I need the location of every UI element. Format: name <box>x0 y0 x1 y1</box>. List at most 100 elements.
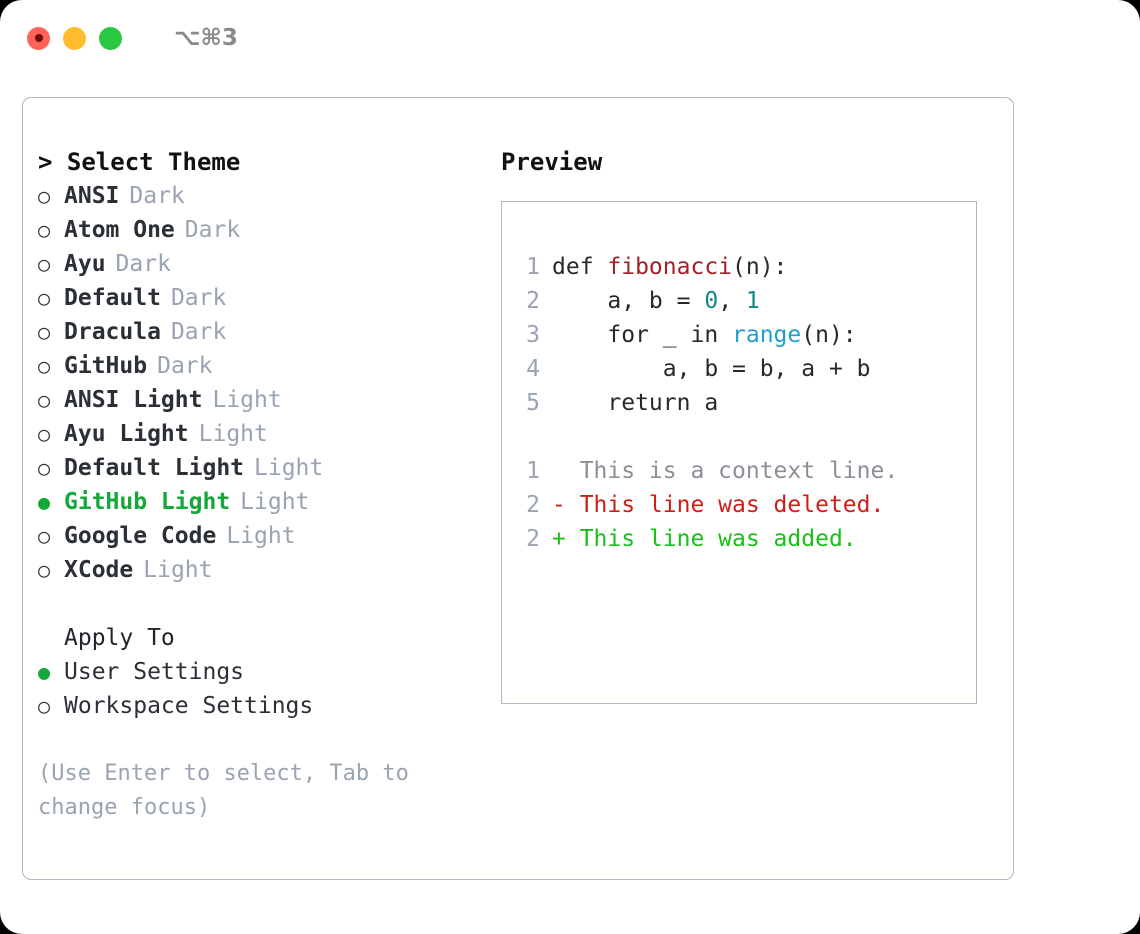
radio-unselected-icon: ○ <box>38 184 51 208</box>
theme-option-label: Atom One <box>64 217 175 243</box>
radio-unselected-icon: ○ <box>38 694 51 718</box>
minimize-button[interactable] <box>63 26 86 50</box>
radio-selected-icon: ● <box>38 490 51 514</box>
diff-line-del: 2- This line was deleted. <box>518 488 970 522</box>
theme-option-label: ANSI <box>64 183 120 209</box>
token-plain: def <box>552 254 608 280</box>
close-button[interactable] <box>27 26 50 50</box>
radio-selected-icon: ● <box>38 660 51 684</box>
preview-title: Preview <box>501 148 603 176</box>
apply-to-option-user-settings[interactable]: ● User Settings <box>38 655 488 689</box>
apply-to-option-workspace-settings[interactable]: ○ Workspace Settings <box>38 689 488 723</box>
code-line: 4 a, b = b, a + b <box>518 352 970 386</box>
token-plain: (n): <box>801 322 857 348</box>
line-number: 1 <box>526 458 540 484</box>
radio-unselected-icon: ○ <box>38 422 51 446</box>
theme-option-label: Default <box>64 285 161 311</box>
theme-option-label: GitHub <box>64 353 148 379</box>
theme-variant-badge: Light <box>198 421 268 447</box>
theme-option-label: Ayu Light <box>64 421 189 447</box>
line-number: 4 <box>526 356 540 382</box>
theme-option-dracula[interactable]: ○ Dracula Dark <box>38 315 488 349</box>
theme-variant-badge: Light <box>226 523 296 549</box>
radio-unselected-icon: ○ <box>38 286 51 310</box>
theme-variant-badge: Light <box>143 557 213 583</box>
radio-unselected-icon: ○ <box>38 558 51 582</box>
theme-variant-badge: Light <box>240 489 310 515</box>
token-plain: a, b = <box>552 288 705 314</box>
radio-unselected-icon: ○ <box>38 388 51 412</box>
apply-to-list: ● User Settings ○ Workspace Settings <box>38 655 488 723</box>
radio-unselected-icon: ○ <box>38 252 51 276</box>
radio-unselected-icon: ○ <box>38 524 51 548</box>
theme-variant-badge: Dark <box>115 251 171 277</box>
code-line: 2 a, b = 0, 1 <box>518 284 970 318</box>
traffic-light-group <box>27 26 122 50</box>
theme-variant-badge: Dark <box>170 285 227 311</box>
theme-option-xcode[interactable]: ○ XCode Light <box>38 553 488 587</box>
radio-unselected-icon: ○ <box>38 456 51 480</box>
code-text: a, b = b, a + b <box>552 352 871 386</box>
code-text: def fibonacci(n): <box>552 250 787 284</box>
theme-variant-badge: Dark <box>157 353 213 379</box>
keyboard-shortcut-label: ⌥⌘3 <box>174 25 238 51</box>
token-plain: return a <box>552 390 719 416</box>
diff-text: This is a context line. <box>552 458 899 484</box>
line-number: 2 <box>526 288 540 314</box>
code-text: for _ in range(n): <box>552 318 857 352</box>
line-number: 1 <box>526 254 540 280</box>
title-bar: ⌥⌘3 <box>0 0 1140 76</box>
token-num: 0 <box>704 288 719 314</box>
apply-to-option-label: Workspace Settings <box>64 693 314 719</box>
radio-unselected-icon: ○ <box>38 354 51 378</box>
diff-sample: 1 This is a context line.2- This line wa… <box>518 454 970 556</box>
diff-line-context: 1 This is a context line. <box>518 454 970 488</box>
theme-variant-badge: Dark <box>170 319 227 345</box>
theme-option-default[interactable]: ○ Default Dark <box>38 281 488 315</box>
theme-option-label: XCode <box>64 557 134 583</box>
line-number: 3 <box>526 322 540 348</box>
maximize-button[interactable] <box>99 26 122 50</box>
theme-variant-badge: Light <box>254 455 324 481</box>
token-plain: , <box>718 288 746 314</box>
token-plain: (n): <box>732 254 788 280</box>
line-number: 5 <box>526 390 540 416</box>
theme-variant-badge: Dark <box>129 183 185 209</box>
line-number: 2 <box>526 492 540 518</box>
theme-variant-badge: Light <box>212 387 282 413</box>
token-builtin: range <box>732 322 802 348</box>
radio-unselected-icon: ○ <box>38 320 51 344</box>
page-title: > Select Theme <box>38 148 241 176</box>
apply-to-title: Apply To <box>64 625 175 651</box>
theme-option-ayu-light[interactable]: ○ Ayu Light Light <box>38 417 488 451</box>
token-fn: fibonacci <box>607 254 733 280</box>
theme-option-github-light[interactable]: ● GitHub Light Light <box>38 485 488 519</box>
theme-option-label: Dracula <box>64 319 161 345</box>
code-text: return a <box>552 386 718 420</box>
token-num: 1 <box>745 288 760 314</box>
token-plain: for _ in <box>552 322 733 348</box>
code-line: 3 for _ in range(n): <box>518 318 970 352</box>
theme-option-label: GitHub Light <box>64 489 231 515</box>
apply-to-option-label: User Settings <box>64 659 245 685</box>
theme-option-github[interactable]: ○ GitHub Dark <box>38 349 488 383</box>
code-line: 1 def fibonacci(n): <box>518 250 970 284</box>
keyboard-hint: (Use Enter to select, Tab to change focu… <box>38 761 423 820</box>
line-number: 2 <box>526 526 540 552</box>
code-blank-line <box>518 420 970 454</box>
code-line: 5 return a <box>518 386 970 420</box>
theme-variant-badge: Dark <box>184 217 241 243</box>
theme-option-ansi[interactable]: ○ ANSI Dark <box>38 179 488 213</box>
